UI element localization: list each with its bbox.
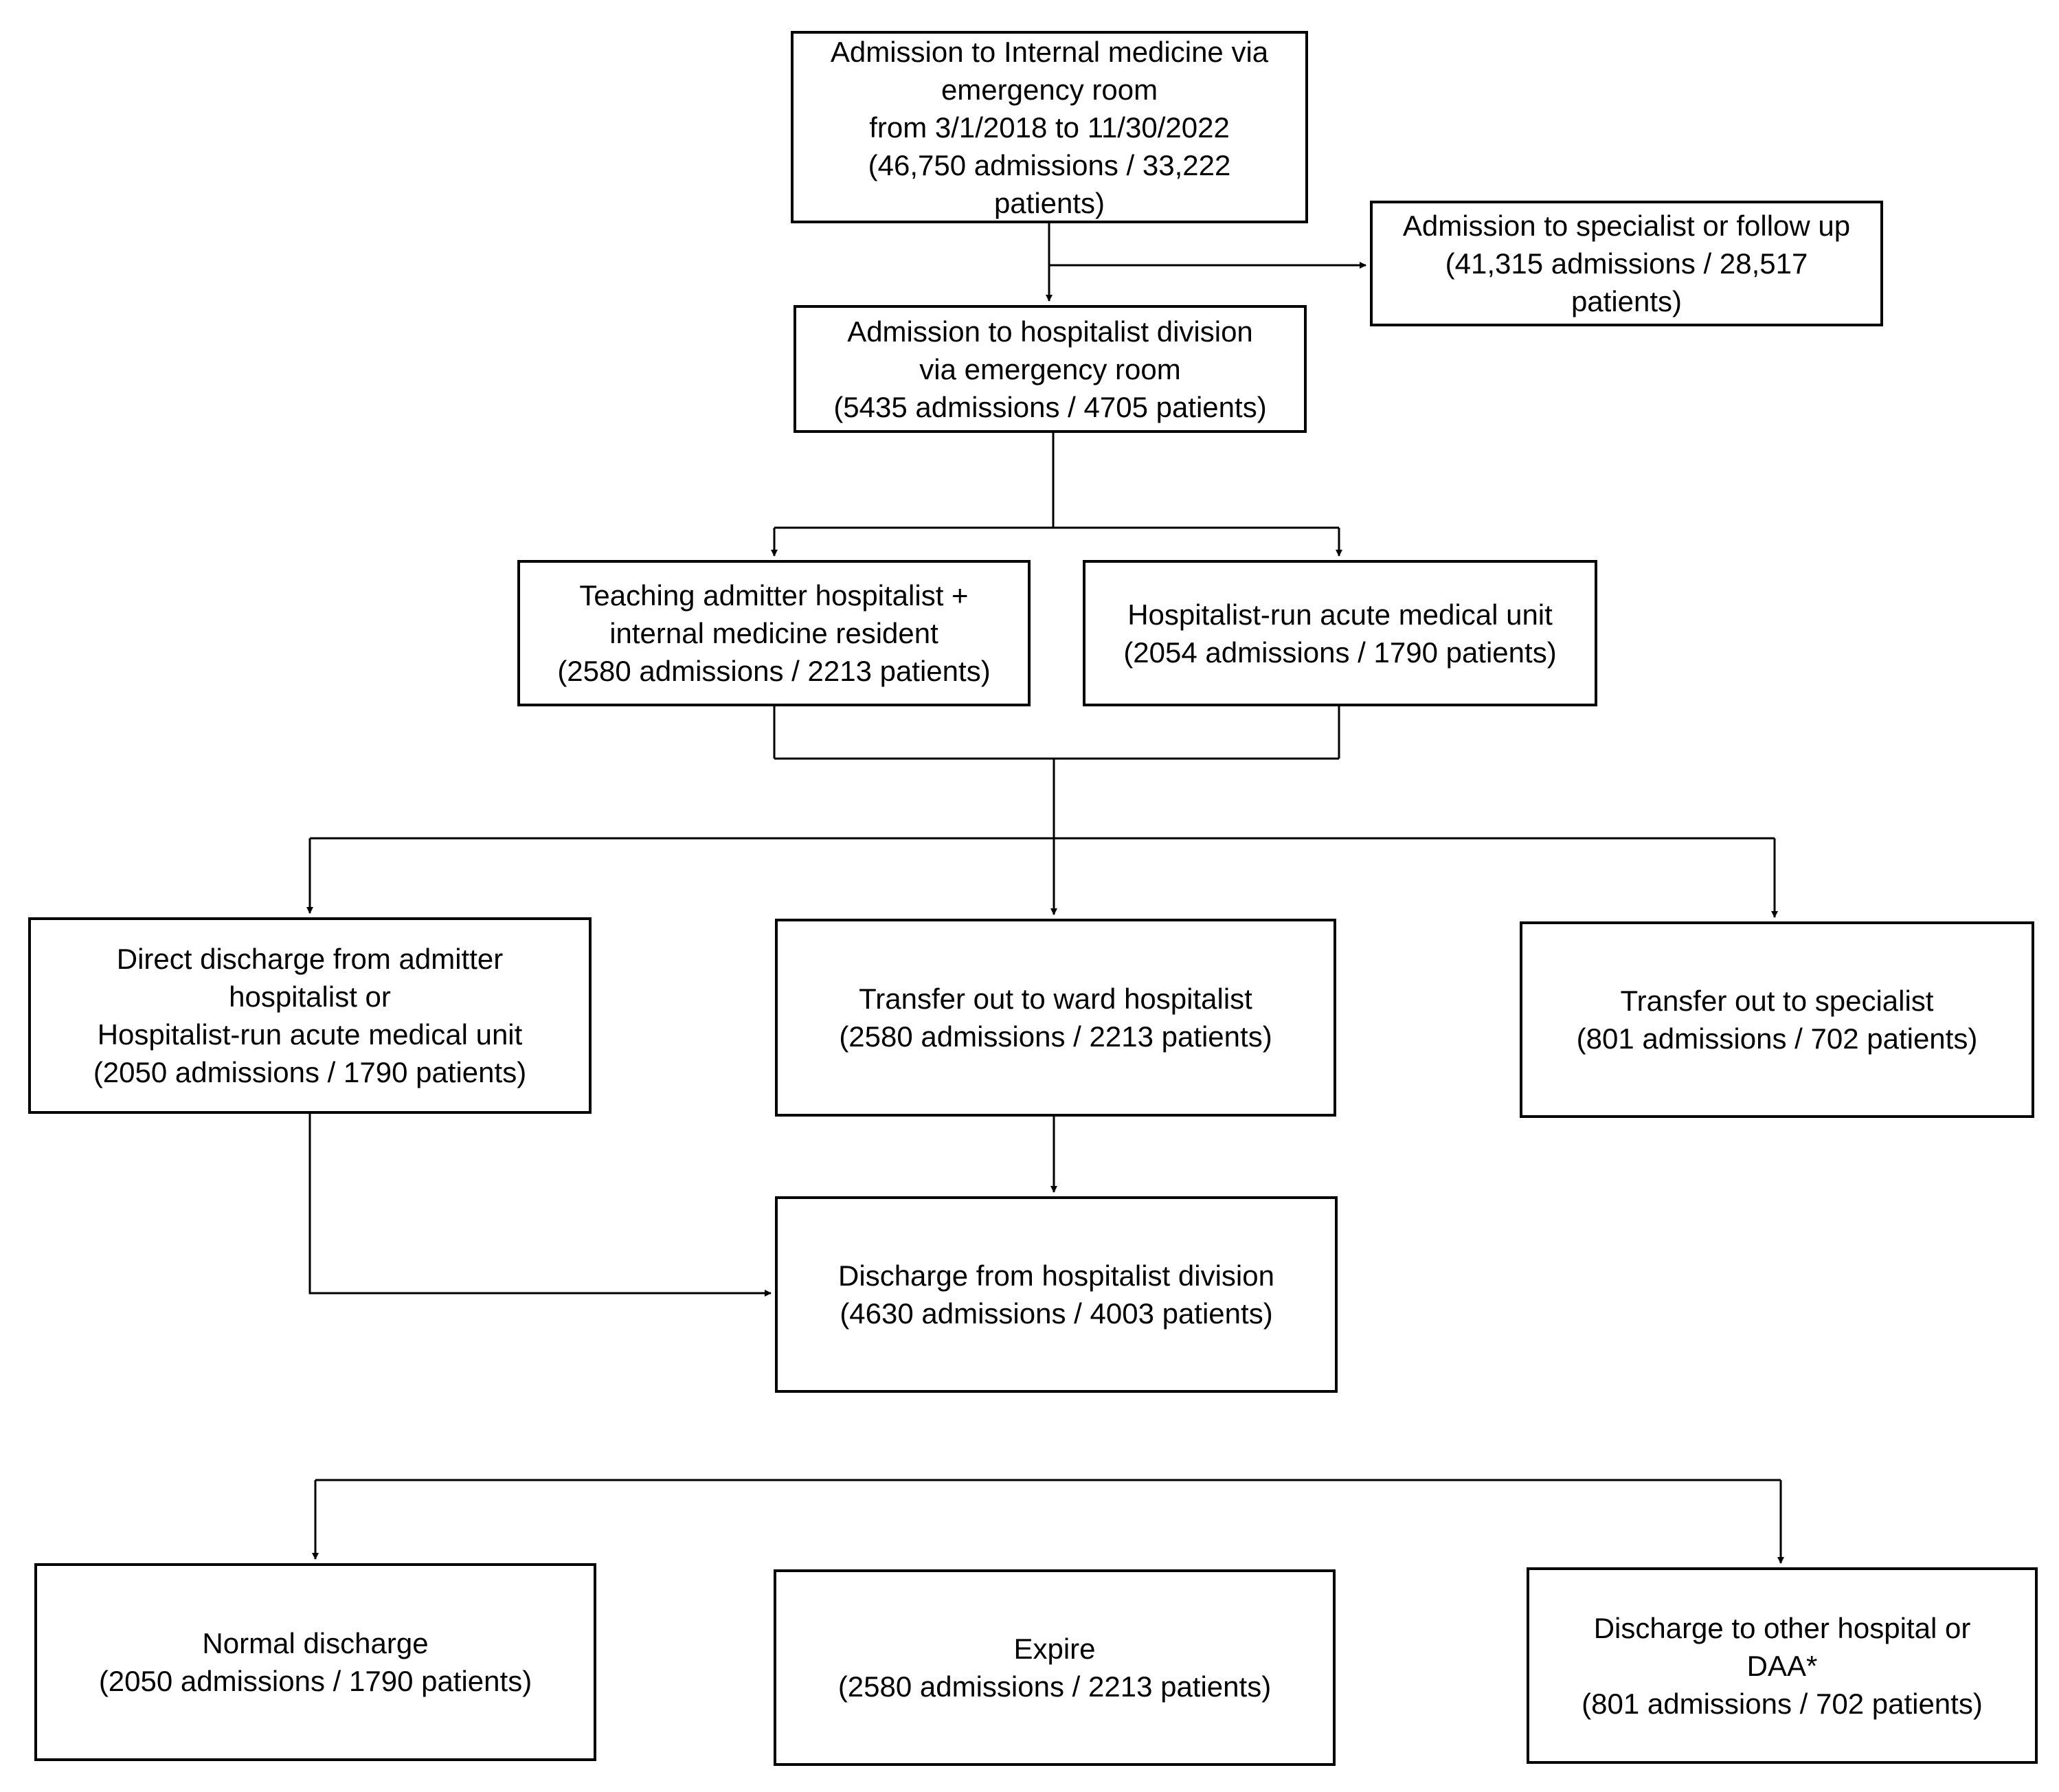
box-line: Expire	[1013, 1633, 1096, 1665]
box-line: Transfer out to ward hospitalist	[859, 983, 1252, 1015]
box-line: Admission to hospitalist division	[847, 315, 1253, 348]
box-teaching-admitter: Teaching admitter hospitalist + internal…	[517, 560, 1031, 706]
box-line: via emergency room	[919, 352, 1181, 385]
box-line: (801 admissions / 702 patients)	[1576, 1022, 1978, 1055]
box-admission-internal-medicine: Admission to Internal medicine via emerg…	[791, 31, 1308, 223]
box-line: DAA*	[1746, 1649, 1818, 1682]
box-line: patients)	[993, 186, 1105, 219]
box-discharge-hospitalist-division: Discharge from hospitalist division (463…	[775, 1196, 1338, 1393]
box-line: (4630 admissions / 4003 patients)	[840, 1297, 1273, 1330]
box-line: Transfer out to specialist	[1620, 985, 1934, 1017]
connector-direct-to-discharge	[308, 1114, 772, 1297]
box-line: (46,750 admissions / 33,222	[868, 148, 1231, 181]
box-line: Admission to Internal medicine via	[830, 35, 1269, 68]
box-line: (801 admissions / 702 patients)	[1582, 1687, 1983, 1720]
box-admission-specialist-followup: Admission to specialist or follow up (41…	[1370, 201, 1883, 326]
box-line: (41,315 admissions / 28,517	[1445, 247, 1808, 280]
box-line: (2050 admissions / 1790 patients)	[98, 1665, 532, 1697]
box-line: (2054 admissions / 1790 patients)	[1123, 636, 1557, 669]
box-transfer-ward-hospitalist: Transfer out to ward hospitalist (2580 a…	[775, 919, 1336, 1117]
box-line: patients)	[1571, 285, 1683, 317]
box-line: (2050 admissions / 1790 patients)	[93, 1056, 527, 1088]
box-line: from 3/1/2018 to 11/30/2022	[869, 111, 1230, 144]
box-line: Teaching admitter hospitalist +	[579, 579, 969, 612]
box-line: Admission to specialist or follow up	[1402, 210, 1851, 242]
box-line: Hospitalist-run acute medical unit	[1127, 598, 1553, 631]
box-expire: Expire (2580 admissions / 2213 patients)	[774, 1569, 1336, 1766]
box-direct-discharge: Direct discharge from admitter hospitali…	[28, 917, 592, 1114]
box-line: Discharge to other hospital or	[1593, 1611, 1971, 1644]
box-line: internal medicine resident	[609, 617, 938, 649]
box-line: Normal discharge	[202, 1627, 429, 1659]
box-line: emergency room	[941, 73, 1158, 106]
box-line: Hospitalist-run acute medical unit	[97, 1018, 523, 1051]
box-transfer-specialist: Transfer out to specialist (801 admissio…	[1520, 921, 2034, 1118]
box-line: (5435 admissions / 4705 patients)	[833, 390, 1267, 423]
box-line: hospitalist or	[229, 981, 391, 1013]
box-line: Direct discharge from admitter	[116, 943, 504, 975]
box-line: (2580 admissions / 2213 patients)	[839, 1020, 1272, 1053]
box-discharge-other-hospital: Discharge to other hospital or DAA* (801…	[1527, 1567, 2038, 1764]
box-hospitalist-division: Admission to hospitalist division via em…	[794, 305, 1307, 433]
box-line: (2580 admissions / 2213 patients)	[557, 655, 991, 687]
box-acute-medical-unit: Hospitalist-run acute medical unit (2054…	[1083, 560, 1597, 706]
box-line: (2580 admissions / 2213 patients)	[837, 1670, 1272, 1703]
box-normal-discharge: Normal discharge (2050 admissions / 1790…	[34, 1563, 596, 1761]
box-line: Discharge from hospitalist division	[838, 1259, 1274, 1292]
